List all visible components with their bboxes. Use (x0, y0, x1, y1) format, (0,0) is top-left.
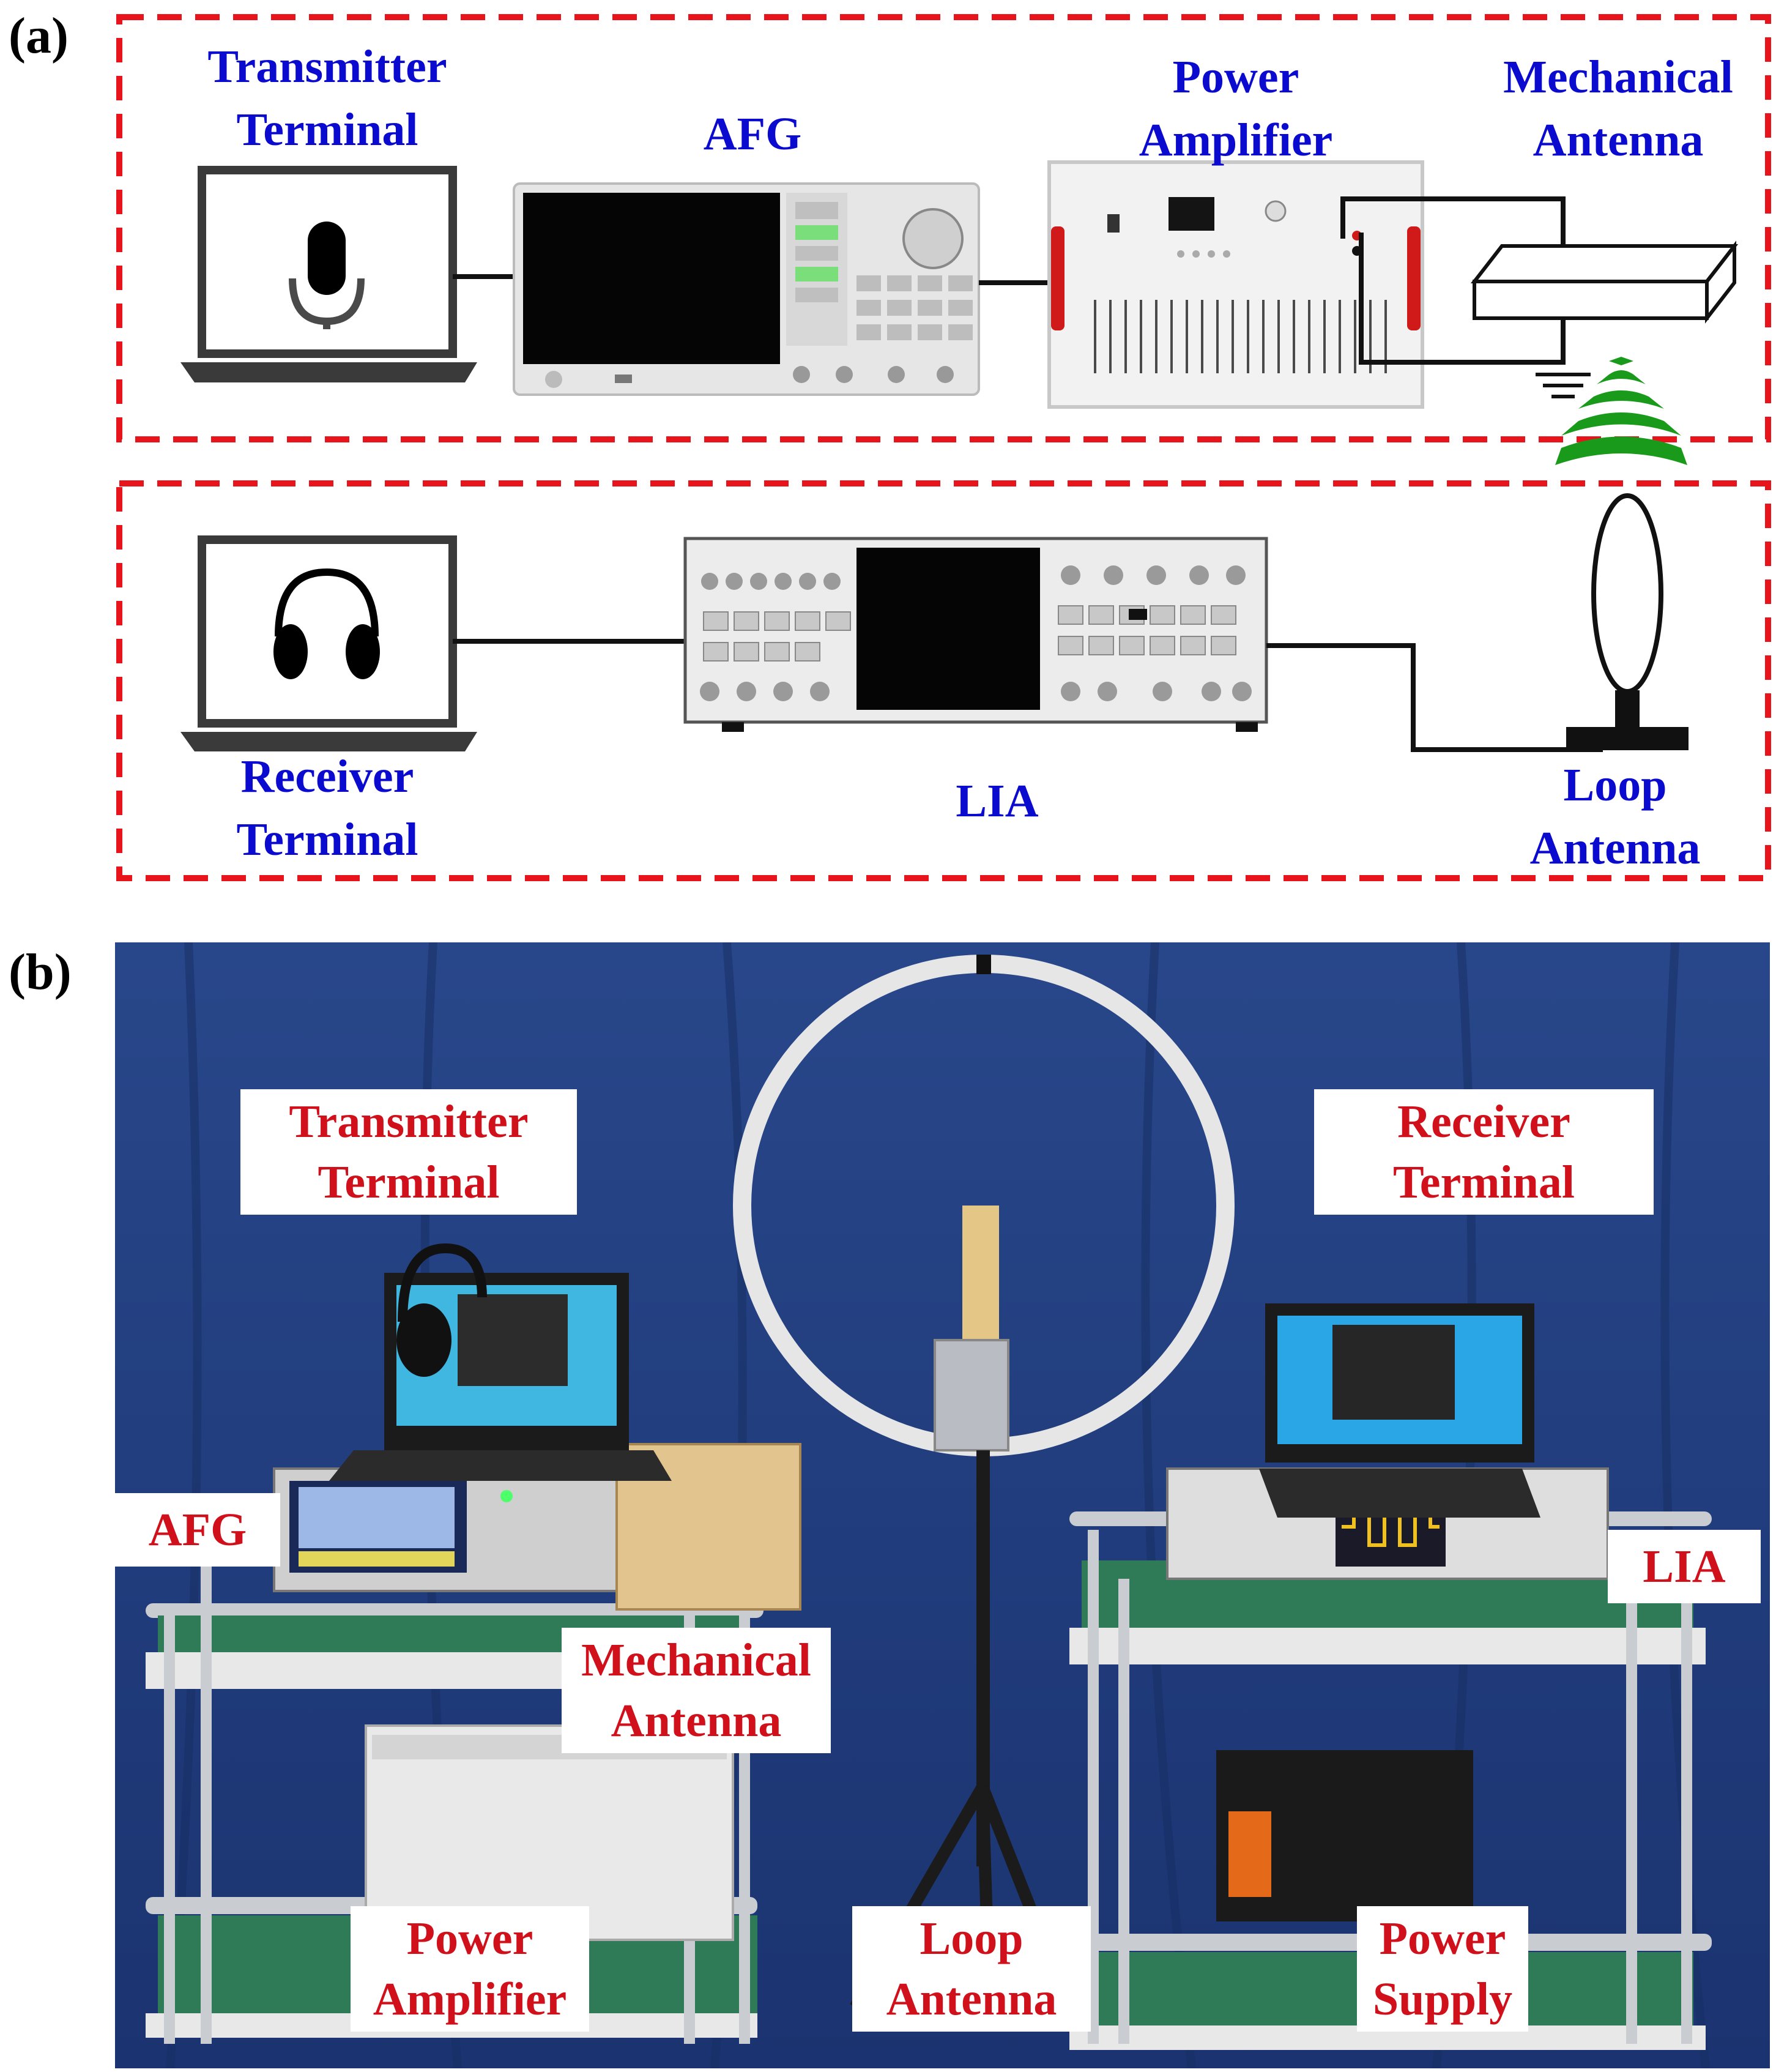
b-loop-antenna-label: Loop Antenna (852, 1906, 1091, 2032)
a-lia-label: LIA (956, 775, 1039, 827)
b-transmitter-terminal-line1: Transmitter (289, 1095, 529, 1147)
b-power-supply-line2: Supply (1372, 1973, 1513, 2025)
b-transmitter-terminal-label: Transmitter Terminal (240, 1089, 577, 1215)
transmitter-frame (116, 14, 1771, 442)
experiment-photo: Transmitter Terminal Receiver Terminal A… (115, 942, 1770, 2068)
b-transmitter-terminal-line2: Terminal (318, 1156, 500, 1208)
b-mechanical-antenna-line2: Antenna (611, 1694, 782, 1746)
b-power-supply-label: Power Supply (1357, 1906, 1528, 2032)
b-mechanical-antenna-line1: Mechanical (581, 1634, 811, 1686)
radiation-waves-icon (1555, 357, 1687, 465)
afg-instrument-icon (513, 182, 980, 396)
receiver-laptop-icon (180, 535, 477, 751)
transmitter-laptop-icon (180, 166, 477, 382)
b-loop-antenna-line1: Loop (920, 1912, 1024, 1964)
a-power-amplifier-line1: Power (1172, 51, 1299, 103)
a-loop-antenna-line2: Antenna (1529, 822, 1701, 874)
a-power-amplifier-line2: Amplifier (1139, 114, 1333, 166)
b-lia-label: LIA (1608, 1530, 1761, 1603)
lia-instrument-icon (683, 537, 1268, 732)
a-receiver-terminal-line2: Terminal (236, 814, 418, 866)
a-power-amplifier-label: Power Amplifier (1101, 46, 1370, 173)
panel-a-diagram (116, 14, 1771, 881)
b-power-amplifier-label: Power Amplifier (351, 1906, 589, 2032)
b-receiver-terminal-line1: Receiver (1397, 1095, 1570, 1147)
receiver-frame (116, 480, 1771, 881)
panel-b-label: (b) (9, 944, 72, 1001)
mechanical-antenna-icon (1470, 240, 1739, 324)
b-power-amplifier-line2: Amplifier (373, 1973, 567, 2025)
b-loop-antenna-line2: Antenna (886, 1973, 1057, 2025)
a-transmitter-terminal-line2: Terminal (236, 104, 418, 156)
a-mechanical-antenna-label: Mechanical Antenna (1468, 46, 1768, 173)
b-receiver-terminal-label: Receiver Terminal (1314, 1089, 1654, 1215)
b-mechanical-antenna-label: Mechanical Antenna (562, 1628, 831, 1753)
panel-a-label: (a) (9, 7, 69, 64)
a-afg-label: AFG (703, 108, 802, 160)
loop-antenna-icon (1566, 493, 1689, 750)
a-loop-antenna-line1: Loop (1563, 759, 1667, 811)
a-receiver-terminal-label: Receiver Terminal (184, 745, 471, 872)
headphones-icon (273, 568, 380, 679)
photo-receiver-cart (1069, 1303, 1712, 2050)
a-mechanical-antenna-line2: Antenna (1533, 114, 1704, 166)
a-mechanical-antenna-line1: Mechanical (1503, 51, 1733, 103)
b-afg-label: AFG (115, 1493, 280, 1567)
b-receiver-terminal-line2: Terminal (1393, 1156, 1575, 1208)
a-receiver-terminal-line1: Receiver (240, 751, 414, 802)
a-transmitter-terminal-line1: Transmitter (207, 41, 447, 92)
a-loop-antenna-label: Loop Antenna (1481, 754, 1750, 881)
ground-icon (1536, 373, 1591, 398)
microphone-icon (289, 222, 365, 329)
a-transmitter-terminal-label: Transmitter Terminal (184, 35, 471, 162)
b-power-supply-line1: Power (1379, 1912, 1506, 1964)
b-power-amplifier-line1: Power (406, 1912, 533, 1964)
